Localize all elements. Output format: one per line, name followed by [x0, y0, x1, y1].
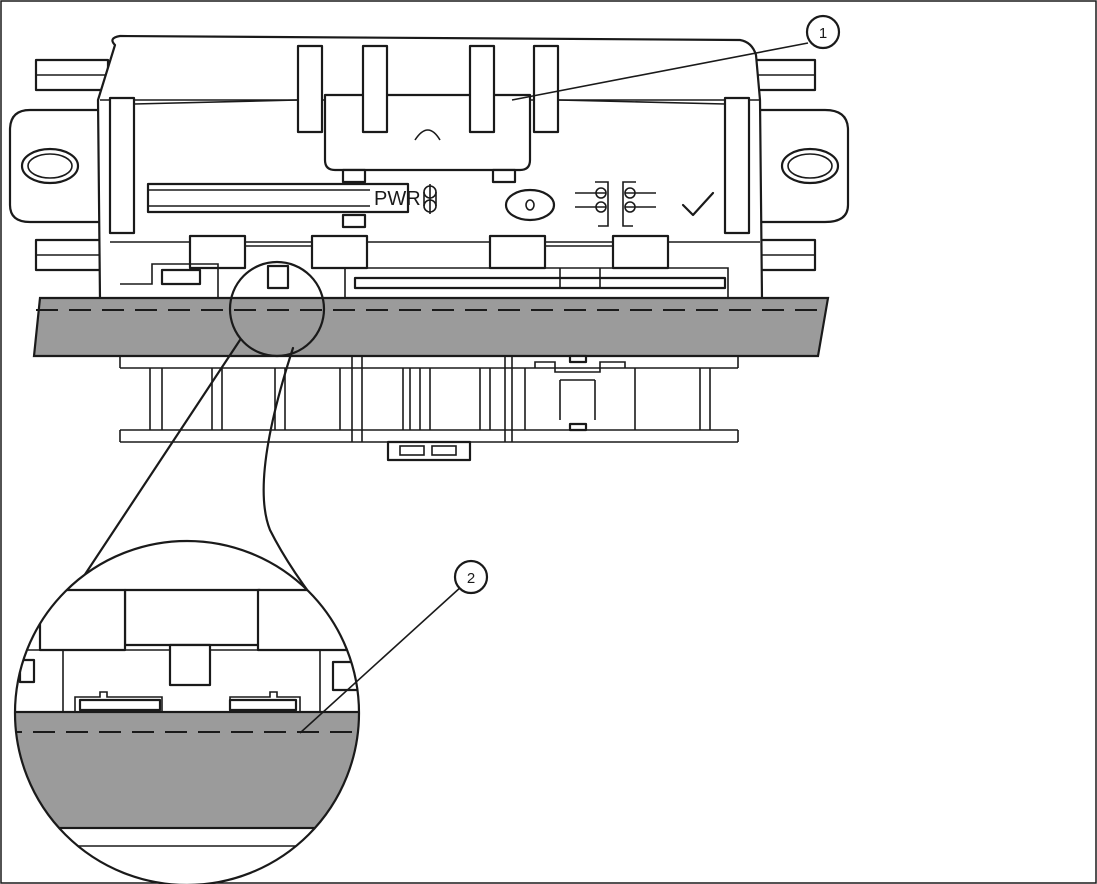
clamp-block — [488, 234, 547, 270]
label-strip — [146, 182, 410, 214]
right-side-post — [723, 96, 751, 235]
bus-connector-left-icon — [575, 181, 609, 227]
cover-rib — [532, 44, 560, 134]
hinged-cover — [323, 93, 532, 172]
checkmark-icon — [681, 191, 715, 217]
clamp-block — [310, 234, 369, 270]
callout-1-number: 1 — [819, 25, 827, 42]
callout-2-number: 2 — [467, 570, 475, 587]
bus-connector-right-icon — [622, 181, 656, 227]
latch-tab — [266, 264, 290, 290]
din-rail — [32, 296, 830, 358]
callout-1-circle — [805, 14, 841, 50]
cover-rib — [468, 44, 496, 134]
led-window — [491, 168, 517, 184]
cover-rib — [361, 44, 389, 134]
callout-1-leader — [511, 42, 809, 101]
base-detail-left — [120, 263, 219, 298]
underside-structure — [119, 354, 739, 443]
detail-circle — [228, 260, 326, 358]
pwr-label: PWR — [374, 188, 421, 210]
callout-2-circle — [453, 559, 489, 595]
base-detail-right — [344, 267, 729, 298]
oval-button-icon — [504, 188, 556, 222]
zoom-circle — [13, 539, 361, 884]
callout-2-leader — [299, 585, 463, 734]
bottom-connector — [386, 440, 472, 462]
led-window — [341, 168, 367, 184]
cover-rib — [296, 44, 324, 134]
left-side-post — [108, 96, 136, 235]
led-window — [341, 213, 367, 229]
zoom-detail — [15, 541, 359, 884]
clamp-block — [611, 234, 670, 270]
pinion-icon — [423, 184, 437, 214]
